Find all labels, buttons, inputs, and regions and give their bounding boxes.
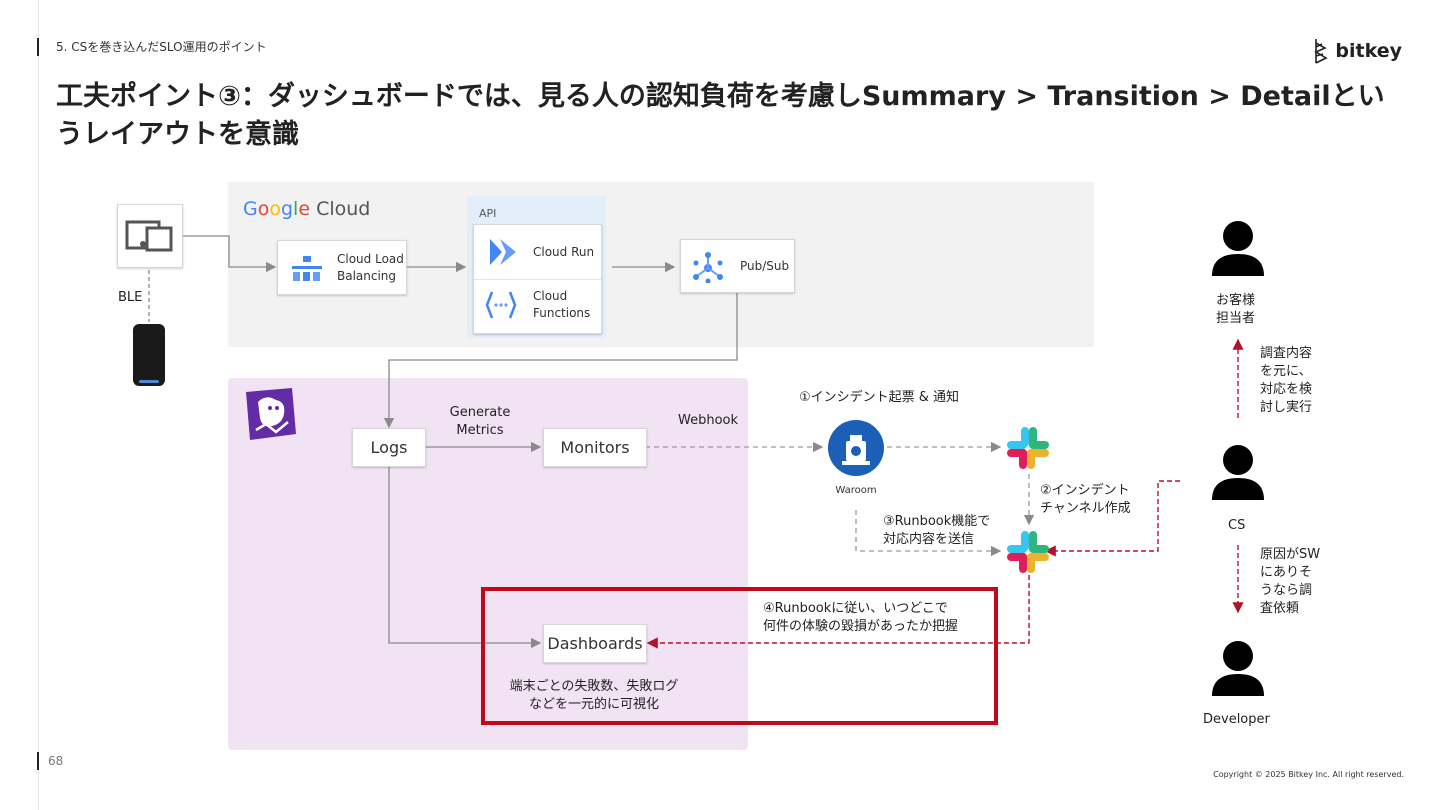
highlight-box xyxy=(481,587,998,725)
logs-node: Logs xyxy=(352,428,426,467)
webhook-label: Webhook xyxy=(678,413,739,428)
bitkey-logo: bitkey xyxy=(1313,38,1402,64)
smart-lock-device xyxy=(133,324,165,386)
api-services-card: Cloud Run Cloud Functions xyxy=(473,224,602,334)
cloud-load-balancing-card: Cloud Load Balancing xyxy=(277,240,407,295)
pubsub-label: Pub/Sub xyxy=(740,259,790,273)
copyright: Copyright © 2025 Bitkey Inc. All right r… xyxy=(1213,770,1404,779)
load-balancing-icon xyxy=(292,256,322,281)
waroom-label: Waroom xyxy=(835,485,877,496)
step3-label: ③Runbook機能で 対応内容を送信 xyxy=(883,514,991,547)
cloud-load-balancing-label: Cloud Load Balancing xyxy=(337,252,404,283)
section-label: 5. CSを巻き込んだSLO運用のポイント xyxy=(56,40,267,54)
waroom-to-runbook-line xyxy=(855,510,1002,557)
pubsub-to-logs-line xyxy=(383,292,738,429)
step4-label: ④Runbookに従い、いつどこで 何件の体験の毀損があったか把握 xyxy=(763,601,959,634)
cloud-functions-icon xyxy=(485,291,517,319)
cloud-run-icon xyxy=(490,239,516,265)
page-title: 工夫ポイント③：ダッシュボードでは、見る人の認知負荷を考慮しSummary > … xyxy=(56,81,1385,150)
dashboards-label: Dashboards xyxy=(547,634,643,653)
cloud-run-label: Cloud Run xyxy=(533,245,595,259)
left-margin-line xyxy=(38,0,39,810)
device-to-lb-line xyxy=(181,235,277,273)
bitkey-wordmark: bitkey xyxy=(1335,40,1402,62)
customer-support-person-icon xyxy=(1212,221,1264,276)
waroom-icon xyxy=(828,420,884,476)
customer-support-label: お客様 担当者 xyxy=(1216,293,1256,326)
page-bar xyxy=(37,752,39,770)
devices-icon xyxy=(125,220,173,252)
dashboards-note: 端末ごとの失敗数、失敗ログ などを一元的に可視化 xyxy=(509,679,679,712)
logs-label: Logs xyxy=(370,438,408,457)
api-divider xyxy=(474,279,601,280)
step2-label: ②インシデント チャンネル作成 xyxy=(1040,483,1131,516)
google-cloud-label: Google Cloud xyxy=(243,198,371,220)
iot-device-card xyxy=(117,204,183,268)
pubsub-card: Pub/Sub xyxy=(680,239,795,293)
api-label: API xyxy=(479,207,497,220)
slack-icon xyxy=(1007,427,1049,469)
section-bar xyxy=(37,38,39,56)
ble-label: BLE xyxy=(118,290,143,305)
cloud-functions-label: Cloud Functions xyxy=(533,289,591,320)
page-number: 68 xyxy=(48,754,64,768)
bitkey-mark-icon xyxy=(1314,39,1329,64)
developer-label: Developer xyxy=(1203,712,1270,727)
step1-label: ①インシデント起票 & 通知 xyxy=(799,390,960,405)
cs-person-icon xyxy=(1212,445,1264,500)
datadog-logo-icon xyxy=(246,388,296,440)
dashboards-node: Dashboards xyxy=(543,624,647,663)
slack-incident-channel-icon xyxy=(1007,531,1049,573)
datadog-panel xyxy=(228,378,748,750)
developer-person-icon xyxy=(1212,641,1264,696)
slack-to-dashboards-line xyxy=(646,575,1030,649)
cs-to-slack-line xyxy=(1044,480,1180,557)
cs-to-developer-note: 原因がSW にありそ うなら調 査依頼 xyxy=(1260,547,1321,616)
pubsub-icon xyxy=(693,252,723,283)
monitors-label: Monitors xyxy=(560,438,630,457)
monitors-node: Monitors xyxy=(543,428,647,467)
generate-metrics-label: Generate Metrics xyxy=(449,405,511,438)
cs-to-support-note: 調査内容 を元に、 対応を検 討し実行 xyxy=(1260,346,1313,415)
cs-label: CS xyxy=(1228,518,1246,533)
logs-to-dashboards-line xyxy=(388,467,542,649)
